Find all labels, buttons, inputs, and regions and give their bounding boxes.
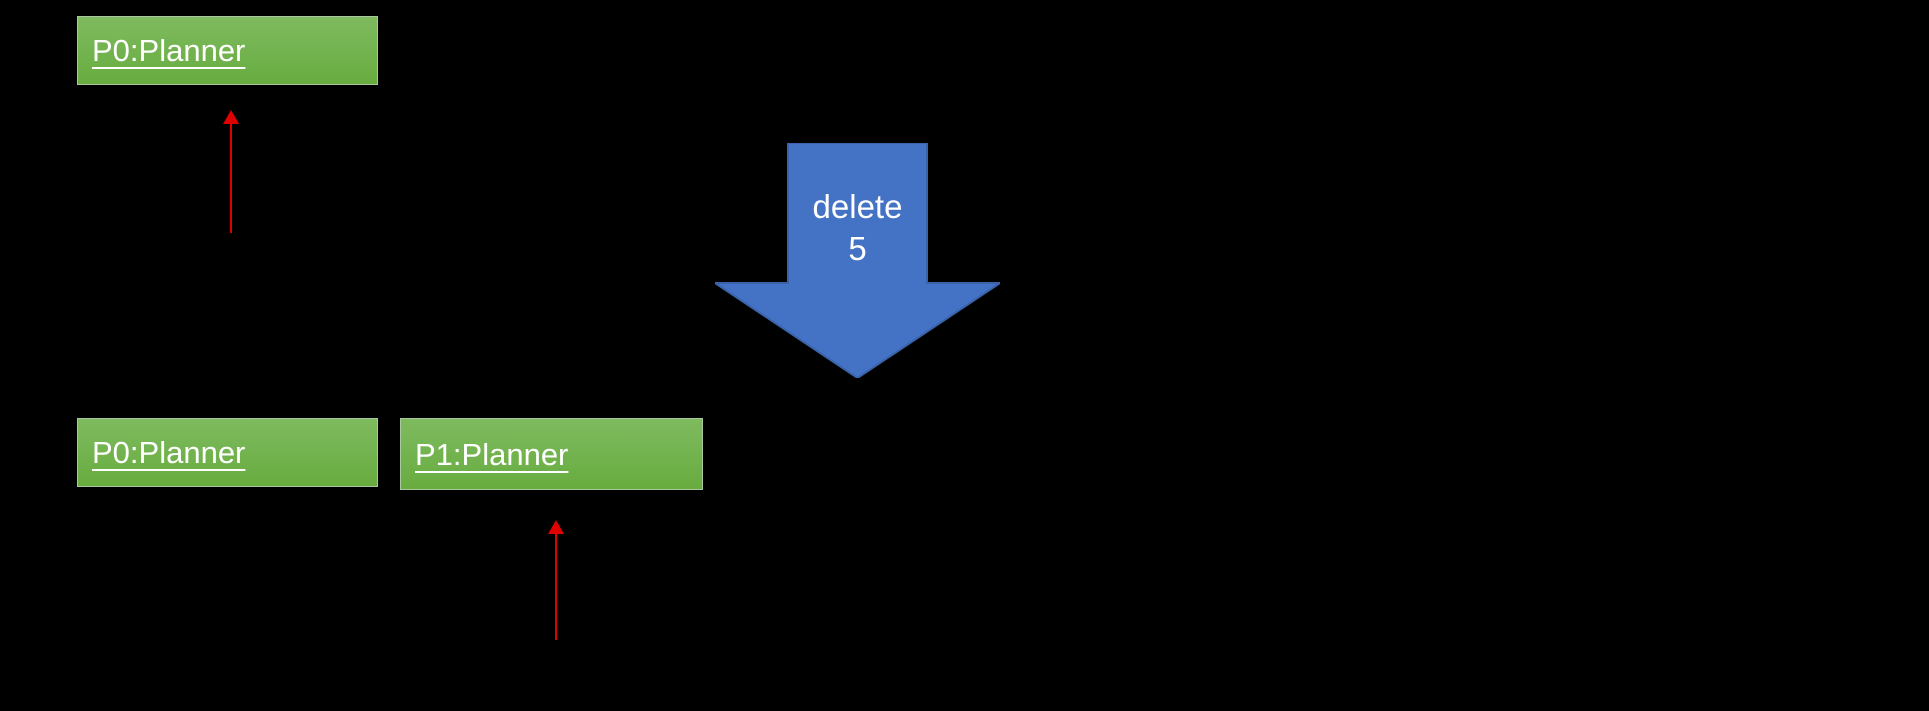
process-box-p0-before[interactable]: P0:Planner bbox=[77, 16, 378, 85]
arrowhead-up-icon bbox=[223, 110, 239, 124]
arrowhead-up-icon bbox=[548, 520, 564, 534]
pointer-to-p0-before bbox=[223, 110, 239, 233]
process-box-label: P1:Planner bbox=[415, 436, 569, 472]
arrow-shaft bbox=[230, 120, 232, 233]
process-box-label: P0:Planner bbox=[92, 435, 246, 470]
process-box-p0-after[interactable]: P0:Planner bbox=[77, 418, 378, 487]
process-box-label: P0:Planner bbox=[92, 33, 246, 68]
arrow-shaft bbox=[555, 530, 557, 640]
process-box-p1-after[interactable]: P1:Planner bbox=[400, 418, 703, 490]
transition-arrow-delete[interactable]: delete 5 bbox=[715, 143, 1000, 378]
down-arrow-icon bbox=[715, 143, 1000, 378]
pointer-to-p1-after bbox=[548, 520, 564, 640]
